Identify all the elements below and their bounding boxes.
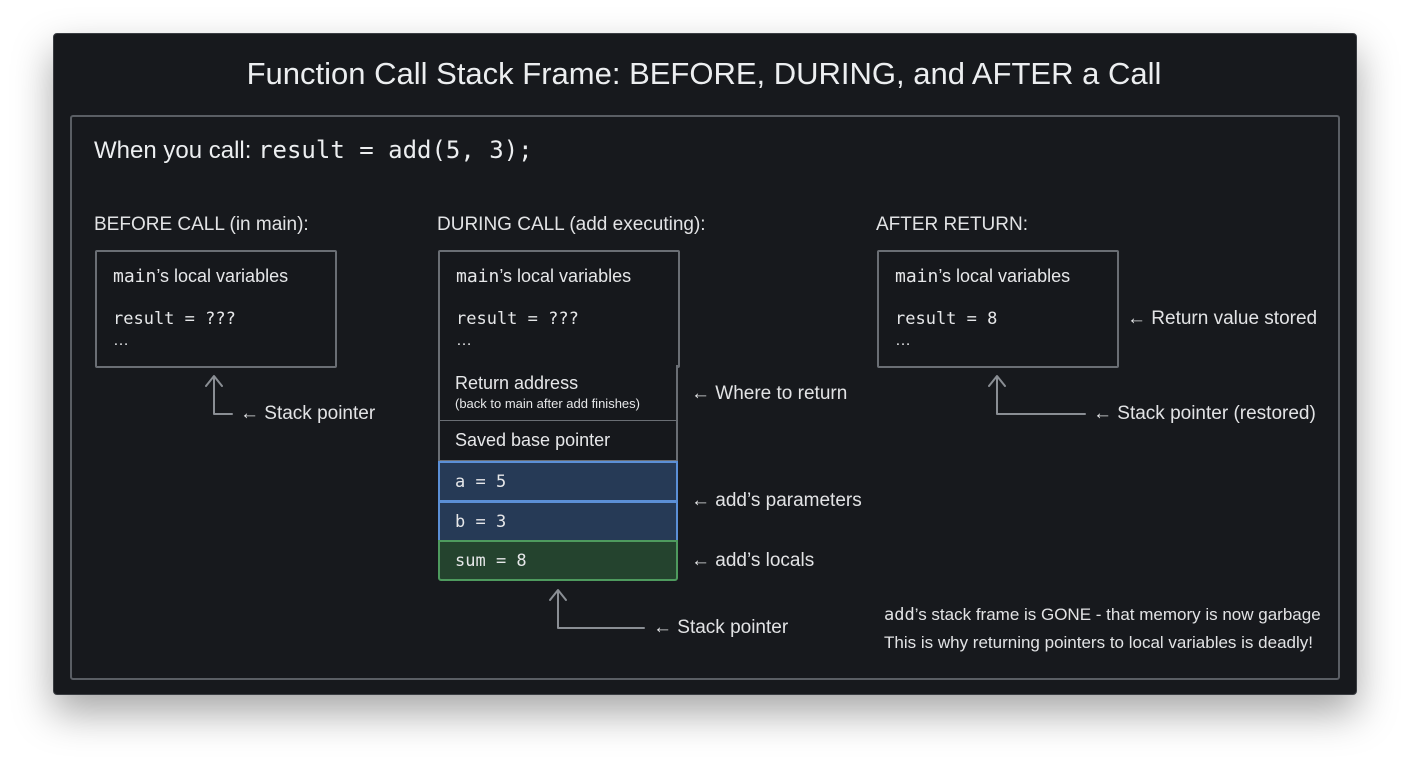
during-func-name: main [456,266,500,287]
return-value-label: ← Return value stored [1127,308,1317,330]
during-stack-pointer-text: Stack pointer [677,617,789,638]
before-heading: BEFORE CALL (in main): [94,214,309,235]
during-pointer-line [557,591,645,629]
param-b-value: b = 3 [455,512,507,532]
after-result-var: result = 8 [895,309,998,329]
before-stack-pointer-label: ← Stack pointer [240,403,375,425]
return-value-text: Return value stored [1151,308,1318,329]
after-main-frame: main’s local variables result = 8 … [877,250,1119,368]
intro-prefix: When you call: [94,137,259,164]
arrow-left-icon: ← [691,550,710,571]
param-a-slot: a = 5 [438,461,678,502]
arrow-left-icon: ← [1127,308,1146,329]
after-func-name: main [895,266,939,287]
before-ellipsis: … [113,332,129,349]
footnote-line-2: This is why returning pointers to local … [884,633,1313,652]
before-pointer-line [213,377,233,415]
diagram-title: Function Call Stack Frame: BEFORE, DURIN… [246,56,1162,91]
before-frame-label: ’s local variables [156,266,289,286]
during-stack-pointer-label: ← Stack pointer [653,617,788,639]
local-sum-slot: sum = 8 [438,540,678,581]
return-address-title: Return address [455,373,579,393]
arrow-left-icon: ← [691,490,710,511]
before-main-frame: main’s local variables result = ??? … [95,250,337,368]
param-a-value: a = 5 [455,472,507,492]
after-stack-pointer-label: ← Stack pointer (restored) [1093,403,1316,425]
where-to-return-text: Where to return [715,383,848,404]
before-func-name: main [113,266,157,287]
params-label: ← add’s parameters [691,490,862,512]
arrow-left-icon: ← [240,403,259,424]
before-stack-pointer-text: Stack pointer [264,403,376,424]
intro-code: result = add(5, 3); [258,136,533,164]
after-pointer-arrowhead [988,375,1006,387]
during-ellipsis: … [456,332,472,349]
local-sum-value: sum = 8 [455,551,527,571]
during-pointer-arrowhead [549,589,567,601]
during-result-var: result = ??? [456,309,579,329]
return-address-subtitle: (back to main after add finishes) [455,396,640,411]
after-pointer-line [996,377,1086,415]
before-result-var: result = ??? [113,309,236,329]
after-frame-label: ’s local variables [938,266,1071,286]
locals-text: add’s locals [715,550,815,571]
arrow-left-icon: ← [1093,403,1112,424]
before-main-frame-title: main’s local variables [113,266,288,287]
during-main-frame-title: main’s local variables [456,266,631,287]
arrow-left-icon: ← [691,383,710,404]
intro-line: When you call: result = add(5, 3); [94,136,533,165]
during-frame-label: ’s local variables [499,266,632,286]
where-to-return-label: ← Where to return [691,383,847,405]
during-main-frame: main’s local variables result = ??? … [438,250,680,368]
footnote-line-1: add’s stack frame is GONE - that memory … [884,605,1321,625]
locals-label: ← add’s locals [691,550,814,572]
footnote-line-1-text: ’s stack frame is GONE - that memory is … [914,605,1321,624]
before-pointer-arrowhead [205,375,223,387]
saved-base-pointer-label: Saved base pointer [455,430,611,450]
saved-base-pointer-slot: Saved base pointer [438,421,678,462]
after-main-frame-title: main’s local variables [895,266,1070,287]
after-heading: AFTER RETURN: [876,214,1028,235]
content-panel [70,115,1340,680]
after-ellipsis: … [895,332,911,349]
return-address-slot: Return address (back to main after add f… [438,365,678,422]
params-text: add’s parameters [715,490,862,511]
footnote-func-name: add [884,605,915,625]
during-heading: DURING CALL (add executing): [437,214,706,235]
after-stack-pointer-text: Stack pointer (restored) [1117,403,1316,424]
arrow-left-icon: ← [653,617,672,638]
